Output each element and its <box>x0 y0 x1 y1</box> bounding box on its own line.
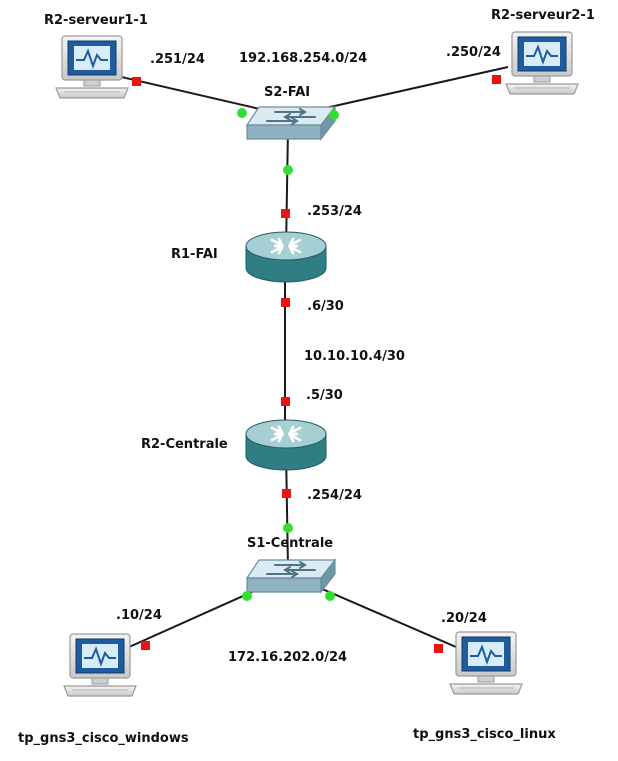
s1-centrale-label: S1-Centrale <box>247 536 334 551</box>
r1-fai-bottom-address-label: .6/30 <box>307 299 344 314</box>
server2-address-label: .250/24 <box>446 45 501 60</box>
pc-linux-address-label: .20/24 <box>441 611 487 626</box>
port-down-marker <box>132 77 141 86</box>
wan-network-label: 10.10.10.4/30 <box>304 349 405 364</box>
pc-linux-label: tp_gns3_cisco_linux <box>413 727 556 742</box>
r1-fai-label: R1-FAI <box>171 247 218 262</box>
port-down-marker <box>141 641 150 650</box>
pc-windows-label: tp_gns3_cisco_windows <box>18 731 189 746</box>
pc-windows-address-label: .10/24 <box>116 608 162 623</box>
r1-fai-router-icon[interactable] <box>244 230 328 284</box>
port-up-marker <box>283 165 293 175</box>
devices <box>55 31 579 697</box>
port-up-marker <box>283 523 293 533</box>
server2-label: R2-serveur2-1 <box>491 8 595 23</box>
port-up-marker <box>325 591 335 601</box>
port-up-marker <box>329 110 339 120</box>
port-down-marker <box>434 644 443 653</box>
server2-pc-icon[interactable] <box>505 31 579 95</box>
pc-linux-pc-icon[interactable] <box>449 631 523 695</box>
port-down-marker <box>492 75 501 84</box>
bottom-lan-network-label: 172.16.202.0/24 <box>228 650 348 665</box>
server1-pc-icon[interactable] <box>55 35 129 99</box>
r2-centrale-bottom-address-label: .254/24 <box>307 488 362 503</box>
r2-centrale-label: R2-Centrale <box>141 437 228 452</box>
port-markers <box>132 75 501 653</box>
s1-centrale-switch-icon[interactable] <box>246 559 336 593</box>
port-down-marker <box>282 489 291 498</box>
s2-fai-switch-icon[interactable] <box>246 106 336 140</box>
r2-centrale-router-icon[interactable] <box>244 418 328 472</box>
port-down-marker <box>281 298 290 307</box>
s2-fai-label: S2-FAI <box>264 85 311 100</box>
r1-fai-top-address-label: .253/24 <box>307 204 362 219</box>
top-lan-network-label: 192.168.254.0/24 <box>239 51 368 66</box>
server1-address-label: .251/24 <box>150 52 205 67</box>
r2-centrale-top-address-label: .5/30 <box>306 388 343 403</box>
port-down-marker <box>281 209 290 218</box>
link-s2fai-r1fai <box>285 127 289 251</box>
server1-label: R2-serveur1-1 <box>44 13 148 28</box>
port-up-marker <box>242 591 252 601</box>
port-down-marker <box>281 397 290 406</box>
port-up-marker <box>237 108 247 118</box>
pc-windows-pc-icon[interactable] <box>63 633 137 697</box>
